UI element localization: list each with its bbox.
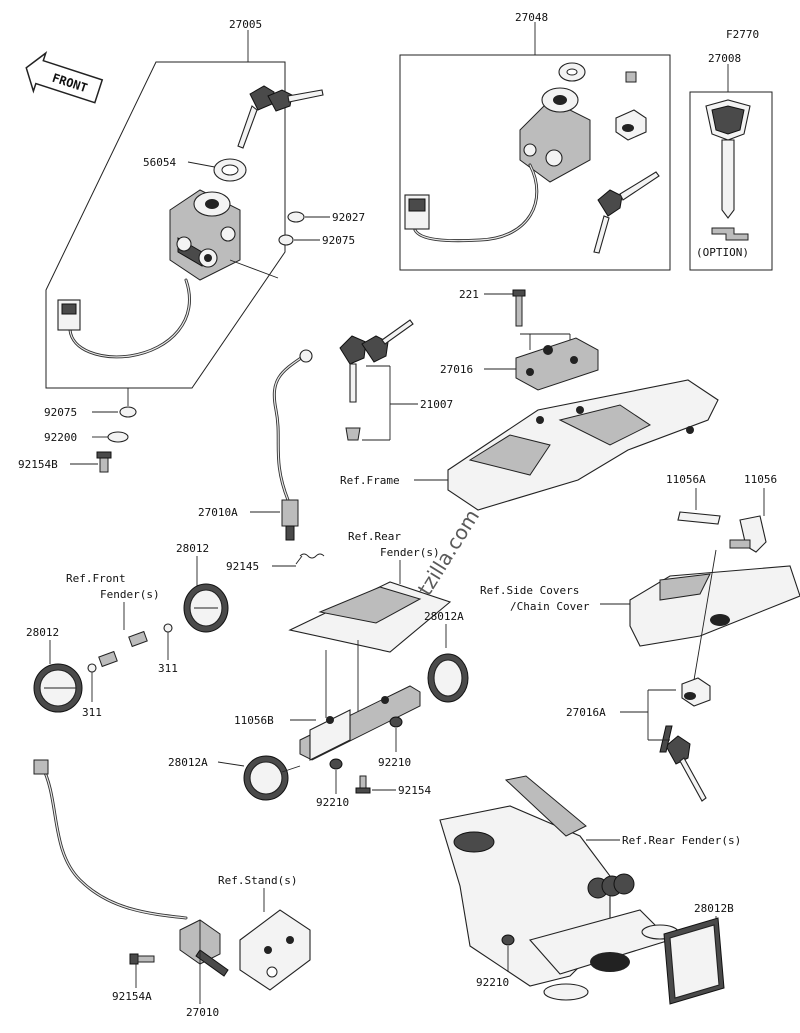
callout-92154b: 92154B [18,458,58,471]
switch-cable-27010a [272,349,313,541]
spring-92145 [295,553,325,565]
bracket-11056a [677,511,767,553]
callout-ref-stand: Ref.Stand(s) [218,874,297,887]
callout-ref-rear-fender-line1: Ref.Rear [348,530,401,543]
callout-27016a: 27016A [566,706,606,719]
frame-reference [447,379,719,511]
option-label: (OPTION) [696,246,749,259]
bracket-27016 [515,337,599,391]
callout-ref-rear-fender-lower: Ref.Rear Fender(s) [622,834,741,847]
callout-ref-front-fender-line2: Fender(s) [100,588,160,601]
callout-92210-b: 92210 [316,796,349,809]
ignition-keys-27005 [237,85,324,149]
callout-27016: 27016 [440,363,473,376]
callout-92200: 92200 [44,431,77,444]
nut-92210-c [501,934,515,946]
callout-ref-side-covers-line1: Ref.Side Covers [480,584,579,597]
callout-11056: 11056 [744,473,777,486]
lock-27016a [659,677,711,802]
washer-56054 [213,158,247,182]
group-frame-27008 [689,91,773,271]
rear-fender-plate [288,581,452,653]
callout-28012b: 28012B [694,902,734,915]
callout-28012a-right: 28012A [424,610,464,623]
reflector-28012-right [183,583,229,633]
screw-221 [512,289,526,327]
washer-92075 [278,234,294,246]
callout-311-a: 311 [158,662,178,675]
callout-27010: 27010 [186,1006,219,1019]
switch-wire-harness [57,278,191,359]
reflector-28012-left [33,663,83,713]
callout-ref-frame: Ref.Frame [340,474,400,487]
washer-92075-lower [119,406,137,418]
callout-92210-a: 92210 [378,756,411,769]
callout-92210-c: 92210 [476,976,509,989]
diagram-code: F2770 [726,28,759,41]
nut-92210-b [329,758,343,770]
side-cover-reference [629,565,800,647]
key-blank-27008 [705,99,751,241]
callout-21007: 21007 [420,398,453,411]
reflector-28012a-right [427,653,469,703]
callout-28012a-left: 28012A [168,756,208,769]
reflector-28012b [663,917,725,1005]
callout-221: 221 [459,288,479,301]
callout-28012-top: 28012 [176,542,209,555]
bracket-11056b [299,685,421,761]
callout-27008: 27008 [708,52,741,65]
ignition-switch-assembly [169,189,241,281]
reflector-28012a-left [243,755,301,801]
rear-fender-assembly [439,775,679,1001]
callout-ref-rear-fender-line2: Fender(s) [380,546,440,559]
callout-92154a: 92154A [112,990,152,1003]
front-arrow-icon: FRONT [25,51,104,104]
callout-92154: 92154 [398,784,431,797]
stand-bracket-reference [239,909,311,991]
bolt-92154 [355,775,371,794]
callout-11056b: 11056B [234,714,274,727]
callout-27048: 27048 [515,11,548,24]
callout-92145: 92145 [226,560,259,573]
keys-21007 [339,319,414,441]
bolt-92154a [129,953,155,965]
callout-27005: 27005 [229,18,262,31]
washer-92027 [287,211,305,223]
callout-28012-left: 28012 [26,626,59,639]
callout-27010a: 27010A [198,506,238,519]
callout-ref-side-covers-line2: /Chain Cover [510,600,590,613]
ignition-switch-27048 [404,62,660,254]
washer-92200 [107,431,129,443]
callout-ref-front-fender-line1: Ref.Front [66,572,126,585]
callout-11056a: 11056A [666,473,706,486]
bolt-92154b [96,451,112,473]
callout-92075-lower: 92075 [44,406,77,419]
nut-92210-a [389,716,403,728]
callout-311-b: 311 [82,706,102,719]
callout-56054: 56054 [143,156,176,169]
group-frame-27005 [45,61,286,389]
reflector-stud-left [87,623,173,673]
callout-92075-upper: 92075 [322,234,355,247]
callout-92027: 92027 [332,211,365,224]
stand-switch-cable-27010 [33,759,229,977]
